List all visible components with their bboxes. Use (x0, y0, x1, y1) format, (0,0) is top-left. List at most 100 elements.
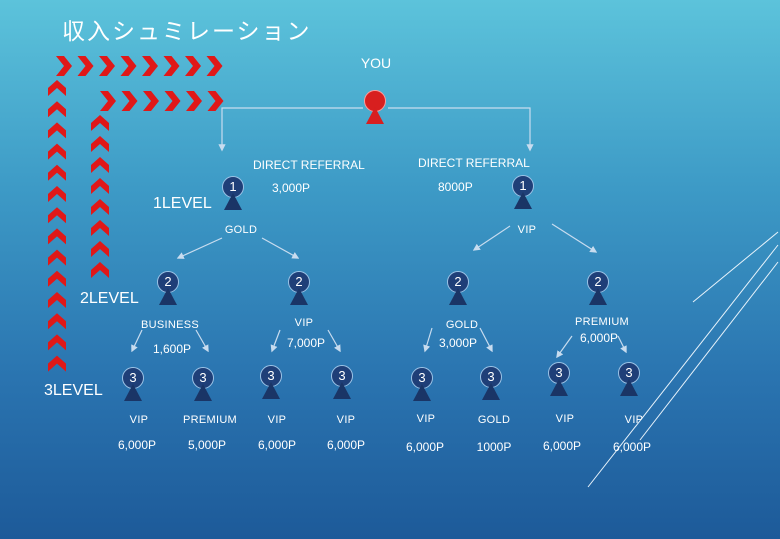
left-b-rank: VIP (294, 317, 314, 329)
node-body (620, 379, 638, 396)
page-title: 収入シュミレーション (62, 19, 312, 45)
chevron-up-icon (48, 292, 66, 308)
right-b-rank: PREMIUM (574, 316, 630, 328)
right-b-points: 6,000P (579, 331, 619, 345)
you-node-body (366, 107, 384, 124)
chevron-up-icon (48, 334, 66, 351)
chevron-right-icon (164, 91, 181, 111)
leaf-rank: VIP (555, 413, 575, 425)
node-number: 2 (288, 271, 310, 293)
chevron-up-icon (91, 199, 109, 215)
node-body (124, 384, 142, 401)
chevron-right-icon (143, 91, 159, 111)
chevron-up-icon (48, 164, 66, 181)
level-2-label: 2LEVEL (80, 290, 139, 307)
level-1-label: 1LEVEL (153, 195, 212, 212)
node-body (194, 384, 212, 401)
level-3-label: 3LEVEL (44, 382, 103, 399)
leaf-points: 6,000P (257, 438, 297, 452)
level3-node: 3 (547, 362, 571, 396)
chevron-up-icon (91, 157, 109, 173)
node-body (290, 288, 308, 305)
chevron-right-icon (77, 56, 94, 76)
leaf-rank: VIP (624, 414, 644, 426)
node-body (224, 193, 242, 210)
leaf-points: 6,000P (326, 438, 366, 452)
chevron-right-icon (206, 56, 223, 76)
node-body (413, 384, 431, 401)
node-number: 3 (122, 367, 144, 389)
leaf-rank: VIP (267, 414, 287, 426)
node-body (333, 382, 351, 399)
you-label: YOU (360, 55, 392, 71)
chevron-right-icon (100, 91, 116, 111)
chevron-up-icon (48, 228, 66, 245)
node-body (514, 192, 532, 209)
chevron-up-icon (48, 249, 66, 266)
chevron-up-icon (48, 207, 66, 224)
leaf-rank: VIP (129, 414, 149, 426)
left-b-points: 7,000P (286, 336, 326, 350)
leaf-rank: VIP (336, 414, 356, 426)
right-level1-rank: VIP (517, 224, 537, 236)
leaf-points: 6,000P (405, 440, 445, 454)
level2-node: 2 (586, 271, 610, 305)
left-a-rank: BUSINESS (140, 319, 200, 331)
leaf-points: 6,000P (612, 440, 652, 454)
chevron-right-icon (121, 91, 138, 111)
node-body (449, 288, 467, 305)
level3-node: 3 (191, 367, 215, 401)
right-level1-node: 1 (511, 175, 535, 209)
leaf-points: 5,000P (187, 438, 227, 452)
chevron-up-icon (91, 136, 109, 152)
chevron-up-icon (48, 143, 66, 160)
chevron-up-icon (48, 122, 66, 139)
chevron-right-icon (207, 91, 224, 111)
chevron-right-icon (56, 56, 72, 76)
you-node (363, 90, 387, 124)
chevron-up-icon (48, 355, 66, 372)
level3-node: 3 (330, 365, 354, 399)
leaf-points: 1000P (476, 440, 512, 454)
chevron-up-icon (91, 178, 109, 194)
right-a-points: 3,000P (438, 336, 478, 350)
left-referral-label: DIRECT REFERRAL (253, 158, 365, 172)
chevron-right-icon (163, 56, 180, 76)
chevron-up-icon (91, 115, 109, 131)
level2-node: 2 (287, 271, 311, 305)
leaf-points: 6,000P (117, 438, 157, 452)
chevron-right-icon (120, 56, 137, 76)
leaf-rank: PREMIUM (182, 414, 238, 426)
level2-node: 2 (156, 271, 180, 305)
node-body (589, 288, 607, 305)
level3-node: 3 (479, 366, 503, 400)
node-body (482, 383, 500, 400)
leaf-points: 6,000P (542, 439, 582, 453)
connector-lines (131, 107, 627, 359)
chevron-up-icon (91, 241, 109, 257)
leaf-rank: GOLD (477, 414, 511, 426)
right-referral-label: DIRECT REFERRAL (418, 156, 530, 170)
level3-node: 3 (617, 362, 641, 396)
chevron-right-icon (186, 91, 202, 111)
left-level1-rank: GOLD (224, 224, 258, 236)
left-a-points: 1,600P (152, 342, 192, 356)
right-a-rank: GOLD (445, 319, 479, 331)
leaf-rank: VIP (416, 413, 436, 425)
chevron-up-icon (48, 186, 66, 202)
chevron-right-icon (142, 56, 158, 76)
node-body (550, 379, 568, 396)
chevron-up-icon (48, 313, 66, 330)
chevron-arrows (48, 56, 224, 372)
chevron-right-icon (99, 56, 115, 76)
left-referral-points: 3,000P (272, 181, 311, 195)
chevron-up-icon (91, 262, 109, 278)
chevron-up-icon (48, 270, 66, 287)
chevron-up-icon (48, 80, 66, 96)
chevron-up-icon (91, 220, 109, 236)
level3-node: 3 (121, 367, 145, 401)
level3-node: 3 (410, 367, 434, 401)
chevron-right-icon (185, 56, 201, 76)
level3-node: 3 (259, 365, 283, 399)
